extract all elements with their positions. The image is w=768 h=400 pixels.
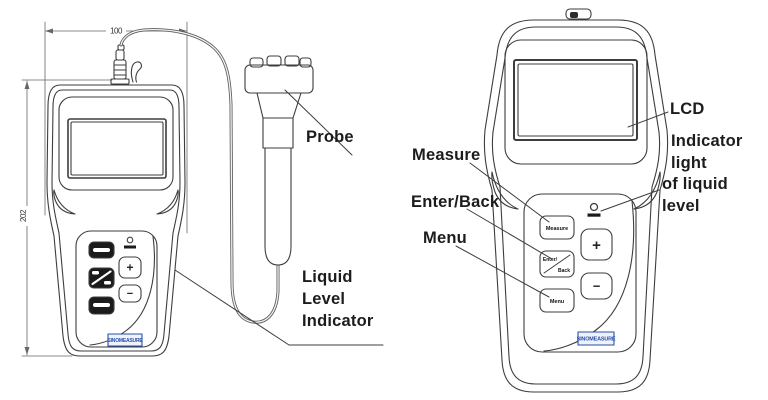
minus-button-right <box>580 272 613 300</box>
height-dimension <box>21 79 113 357</box>
leader-line-lcd <box>627 111 669 128</box>
brand-logo-left-text: SINOMEASURE <box>107 338 143 344</box>
plus-button-left <box>118 256 142 279</box>
keypad-swoosh-left <box>89 235 155 346</box>
grip-notch-left-side <box>53 189 76 215</box>
leader-line-probe <box>284 89 353 156</box>
menu-button-left <box>88 296 115 315</box>
probe-label: Probe <box>306 128 354 146</box>
measure-label: Measure <box>412 146 481 164</box>
indicator-light-label-line4: level <box>662 196 700 215</box>
indicator-light-label-line2: light <box>671 153 707 172</box>
keypad-right <box>523 193 637 353</box>
grip-notch-left-side-right-device <box>491 171 519 210</box>
menu-label: Menu <box>423 229 467 247</box>
screen-bezel-left <box>58 96 174 191</box>
minus-button-left-label: − <box>127 288 133 300</box>
brand-logo-left <box>107 333 143 347</box>
height-dimension-value: 202 <box>19 209 28 222</box>
leader-line-indicator-light <box>600 189 660 212</box>
minus-button-left <box>118 284 142 303</box>
plus-button-left-label: + <box>126 261 133 275</box>
keypad-swoosh-right <box>543 200 635 352</box>
plus-button-right-glyph: + <box>592 237 601 254</box>
indicator-light-label-line3: of liquid <box>662 175 728 193</box>
leader-line-menu <box>455 245 550 298</box>
handheld-device-left <box>46 84 186 357</box>
indicator-light-label: Indicator light of liquid level <box>662 131 742 217</box>
grip-notch-right-side <box>156 189 179 215</box>
leader-line-enter-back <box>466 208 553 260</box>
lcd-screen-left <box>67 118 167 179</box>
measure-button-left <box>88 241 115 259</box>
measure-button-right-label: Measure <box>546 226 568 232</box>
handheld-device-right <box>483 19 669 393</box>
indicator-light-label-line1: Indicator <box>671 132 743 150</box>
minus-button-right-glyph: − <box>593 279 601 294</box>
brand-logo-right <box>577 331 615 346</box>
liquid-level-indicator-label-line1: Liquid <box>302 268 353 286</box>
width-dimension-value: 100 <box>110 27 123 36</box>
grip-notch-right-side-right-device <box>633 171 661 210</box>
cable-connector-icon <box>110 44 130 85</box>
keypad-left <box>75 230 158 348</box>
menu-button-right-label: Menu <box>550 299 564 305</box>
back-button-right-label: Back <box>558 268 570 274</box>
screen-bezel-right <box>504 39 648 165</box>
hanging-clip-icon <box>565 8 592 20</box>
enter-back-button-left <box>88 267 115 289</box>
liquid-level-indicator-label-line3: Indicator <box>302 312 374 330</box>
measure-button-right <box>539 215 575 240</box>
enter-button-right-label: Enter/ <box>543 257 558 263</box>
indicator-light-icon-right <box>587 202 601 217</box>
probe-cable <box>119 28 280 324</box>
lanyard-hook-icon <box>130 61 142 83</box>
width-dimension <box>44 21 188 234</box>
lcd-label: LCD <box>670 100 705 118</box>
lcd-screen-right <box>513 59 638 141</box>
liquid-level-indicator-label-line2: Level <box>302 290 346 308</box>
menu-button-right <box>539 288 575 313</box>
enter-back-label: Enter/Back <box>411 193 500 211</box>
liquid-level-indicator-label: Liquid Level Indicator <box>302 266 373 332</box>
probe <box>244 55 314 266</box>
plus-button-right <box>580 228 613 261</box>
brand-logo-right-text: SINOMEASURE <box>577 337 616 343</box>
leader-line-measure <box>469 162 550 223</box>
indicator-light-icon-left <box>124 236 136 249</box>
leader-line-liquid-level-indicator <box>174 269 384 346</box>
enter-back-button-right <box>539 250 575 278</box>
